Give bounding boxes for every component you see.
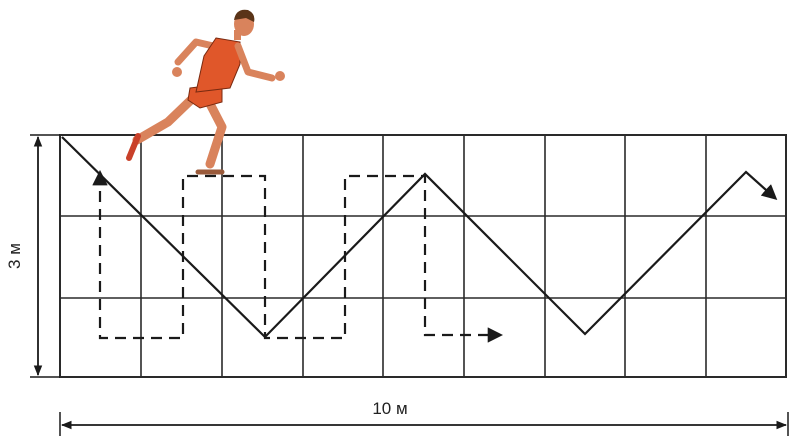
field-grid xyxy=(60,135,786,377)
height-label: 3 м xyxy=(5,243,24,269)
height-dimension: 3 м xyxy=(5,135,60,377)
width-label: 10 м xyxy=(372,399,407,418)
width-dimension: 10 м xyxy=(60,399,788,436)
solid-zigzag-path xyxy=(62,137,775,337)
field-border xyxy=(60,135,786,377)
dashed-zigzag-path xyxy=(100,173,500,338)
running-athlete-icon xyxy=(129,10,285,172)
